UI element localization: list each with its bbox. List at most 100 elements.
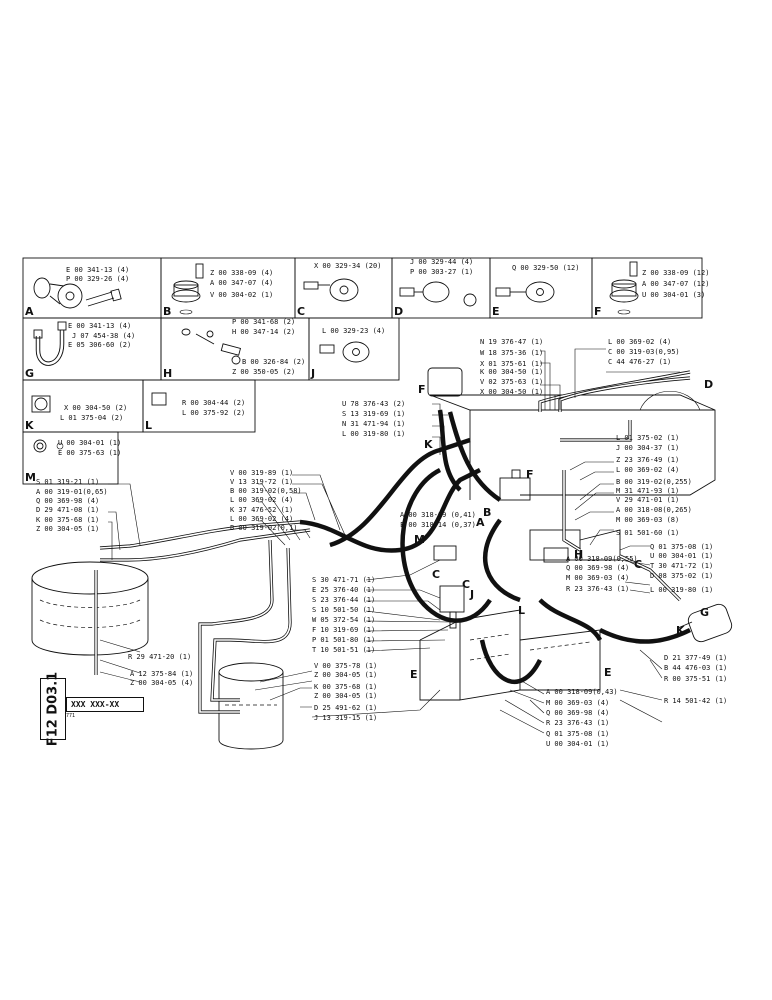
callout-label: C 44 476-27 (1) (608, 358, 671, 366)
ref-letter: C (462, 578, 470, 591)
bolted-flange-icon (319, 341, 370, 363)
callout-label: U 00 304-01 (1) (546, 740, 609, 748)
detail-g-line-3: E 05 306-60 (2) (68, 341, 131, 349)
ref-letter: E (604, 666, 612, 679)
callout-label: T 10 501-51 (1) (312, 646, 375, 654)
callout-top-far-right: L 00 369-02 (4) C 00 319-03(0,95) C 44 4… (608, 338, 680, 366)
ref-letter: C (432, 568, 440, 581)
detail-h-line-1: P 00 341-68 (2) (232, 318, 295, 326)
detail-k-line-2: L 01 375-04 (2) (60, 414, 123, 422)
ref-letter: M (414, 533, 425, 546)
callout-label: S 01 501-60 (1) (616, 529, 679, 537)
detail-l-letter: L (145, 419, 152, 432)
ref-letter: H (574, 548, 583, 561)
detail-b-line-2: A 00 347-07 (4) (210, 279, 273, 287)
detail-box-grid (22, 257, 703, 485)
detail-c-line-1: X 00 329-34 (20) (314, 262, 381, 270)
detail-h-line-4: Z 00 350-05 (2) (232, 368, 295, 376)
callout-label: F 10 319-69 (1) (312, 626, 375, 634)
detail-j-line-1: L 00 329-23 (4) (322, 327, 385, 335)
ref-letter: G (700, 606, 709, 619)
detail-f-letter: F (594, 305, 602, 318)
callout-label: Q 01 375-08 (1) (650, 543, 713, 551)
detail-d-line-1: J 00 329-44 (4) (410, 258, 473, 266)
swivel-fitting-icon (399, 281, 477, 307)
small-note: 771 (66, 713, 76, 719)
callout-label: Z 00 304-05 (1) (36, 525, 99, 533)
callout-label: D 08 375-02 (1) (650, 572, 713, 580)
callout-label: E 25 376-40 (1) (312, 586, 375, 594)
callout-label: B 00 319-02(0,1) (230, 524, 297, 532)
callout-label: W 05 372-54 (1) (312, 616, 375, 624)
detail-g-line-2: J 07 454-38 (4) (72, 332, 135, 340)
callout-label: A 12 375-84 (1) (130, 670, 193, 678)
callout-label: S 01 319-21 (1) (36, 478, 99, 486)
callout-label: D 29 471-08 (1) (36, 506, 99, 514)
callout-label: C 00 319-03(0,95) (608, 348, 680, 356)
detail-l-line-2: L 00 375-92 (2) (182, 409, 245, 417)
bolted-flange-icon (303, 278, 359, 302)
detail-d-letter: D (394, 305, 403, 318)
callout-label: K 00 375-68 (1) (36, 516, 99, 524)
detail-f-line-1: Z 00 338-09 (12) (642, 269, 709, 277)
callout-label: B 44 476-03 (1) (664, 664, 727, 672)
callout-label: L 00 319-80 (1) (650, 586, 713, 594)
callout-label: A 00 318-09 (0,41) (400, 511, 476, 519)
detail-a-letter: A (25, 305, 34, 318)
flange-bolt-icon (609, 261, 639, 315)
callout-label: R 00 375-51 (1) (664, 675, 727, 683)
callout-center-small: A 00 318-09 (0,41) F 00 318-14 (0,37) (400, 511, 476, 529)
part-number: XXX XXX-XX (71, 700, 120, 709)
ref-letter: J (469, 588, 474, 601)
ref-letter: F (418, 383, 426, 396)
callout-label: Z 00 304-05 (4) (130, 679, 193, 687)
callout-label: J 13 319-15 (1) (314, 714, 377, 722)
callout-label: M 00 369-03 (8) (616, 516, 679, 524)
callout-label: D 21 377-49 (1) (664, 654, 727, 662)
hose-loop-icon (33, 321, 67, 366)
detail-g-line-1: E 00 341-13 (4) (68, 322, 131, 330)
callout-right-mid: L 01 375-02 (1) J 00 304-37 (1) Z 23 376… (616, 434, 692, 537)
callout-label: A 00 318-09(0,55) (566, 555, 638, 563)
callout-label: V 13 319-72 (1) (230, 478, 293, 486)
callout-bottom-mid: A 00 318-09(0,43) M 00 369-03 (4) Q 00 3… (546, 688, 618, 748)
callout-far-left: S 01 319-21 (1) A 00 319-01(0,65) Q 00 3… (36, 478, 108, 533)
callout-label: S 13 319-69 (1) (342, 410, 405, 418)
callout-label: L 00 319-80 (1) (342, 430, 405, 438)
detail-h-letter: H (163, 367, 172, 380)
callout-label: K 00 375-68 (1) (314, 683, 377, 691)
callout-label: R 29 471-20 (1) (128, 653, 191, 661)
ref-letter: F (526, 468, 534, 481)
detail-box-text: E 00 341-13 (4) P 00 329-26 (4) A Z 00 3… (25, 258, 709, 484)
diagram-reference-letters: F K B A F M J C C L E E H C G K D (410, 378, 713, 681)
hose-lines (94, 370, 692, 714)
leader-lines (99, 348, 680, 734)
split-flange-icon (495, 281, 555, 303)
callout-label: L 00 369-02 (4) (230, 515, 293, 523)
callout-label: X 00 304-50 (1) (480, 388, 543, 396)
callout-center-list: S 30 471-71 (1) E 25 376-40 (1) S 23 376… (312, 576, 375, 654)
callout-label: N 31 471-94 (1) (342, 420, 405, 428)
callout-label: M 31 471-93 (1) (616, 487, 679, 495)
detail-g-letter: G (25, 367, 34, 380)
part-number-box: XXX XXX-XX (66, 697, 144, 712)
callout-label: N 19 376-47 (1) (480, 338, 543, 346)
detail-l-line-1: R 00 304-44 (2) (182, 399, 245, 407)
callout-top-right: N 19 376-47 (1) W 18 375-36 (1) X 01 375… (480, 338, 543, 396)
callout-label: U 78 376-43 (2) (342, 400, 405, 408)
callout-label: Q 00 369-98 (4) (566, 564, 629, 572)
machine-outlines (31, 367, 733, 750)
detail-e-line-1: Q 00 329-50 (12) (512, 264, 579, 272)
callout-label: M 00 369-03 (4) (566, 574, 629, 582)
adapter-fitting-icon (33, 439, 64, 453)
callout-label: Z 23 376-49 (1) (616, 456, 679, 464)
callout-label: D 25 491-62 (1) (314, 704, 377, 712)
detail-m-line-2: E 00 375-63 (1) (58, 449, 121, 457)
callout-lower-center: V 00 375-78 (1) Z 00 304-05 (1) K 00 375… (314, 662, 377, 722)
callout-label: V 00 319-89 (1) (230, 469, 293, 477)
detail-sketches (31, 261, 639, 453)
callout-upper-mid: U 78 376-43 (2) S 13 319-69 (1) N 31 471… (342, 400, 405, 438)
ref-letter: D (704, 378, 713, 391)
detail-f-line-3: U 00 304-01 (3) (642, 291, 705, 299)
callout-label: M 00 369-03 (4) (546, 699, 609, 707)
